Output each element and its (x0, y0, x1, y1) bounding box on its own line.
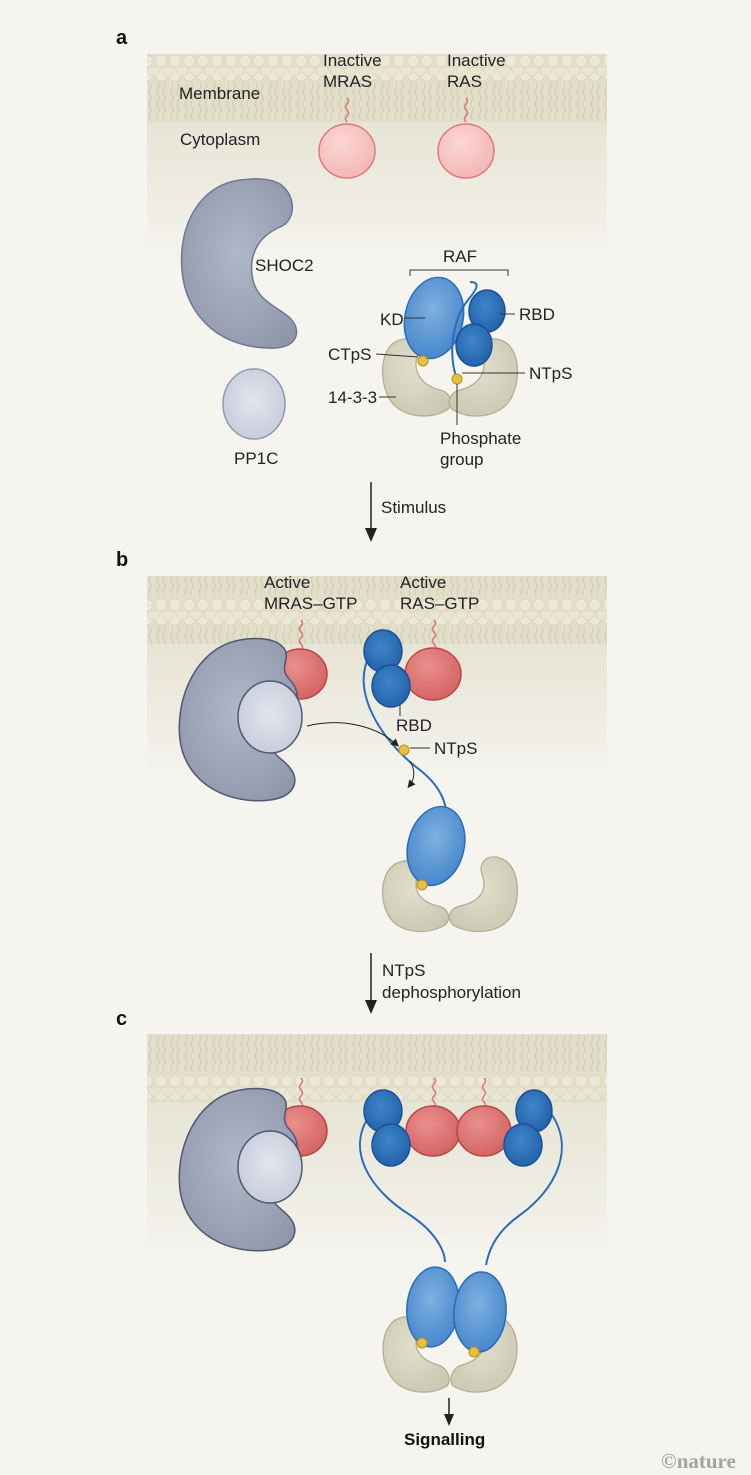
raf-linker (451, 281, 478, 380)
ras-anchor-tail-c2 (481, 1077, 487, 1109)
phosphate-ctps-b (416, 879, 428, 891)
panel-letter-c: c (116, 1008, 127, 1030)
active-ras-label-line2: RAS–GTP (400, 594, 479, 613)
panel-c: c Signalling (116, 1008, 607, 1449)
active-mras-label-line2: MRAS–GTP (264, 594, 358, 613)
ntps-label-b: NTpS (434, 739, 477, 758)
raf-linker-c1 (359, 1114, 446, 1263)
raf-rbd-lower (455, 323, 493, 367)
rbd-label-b: RBD (396, 716, 432, 735)
pp1c-protein-b (237, 680, 303, 754)
shoc2-label: SHOC2 (255, 256, 314, 275)
pp1c-protein (222, 368, 286, 440)
active-ras-label-line1: Active (400, 573, 446, 592)
active-mras-label-line1: Active (264, 573, 310, 592)
raf-rbd-lower-b (371, 664, 411, 708)
ras-anchor-tail-c1 (431, 1077, 437, 1109)
kd-label: KD (380, 310, 404, 329)
rbd-label: RBD (519, 305, 555, 324)
ctps-label: CTpS (328, 345, 371, 364)
membrane-label: Membrane (179, 84, 260, 103)
dephosphorylation-label-line2: dephosphorylation (382, 983, 521, 1002)
stimulus-arrow: Stimulus (365, 482, 446, 542)
shoc2-protein (180, 178, 298, 349)
ntps-label: NTpS (529, 364, 572, 383)
active-ras (404, 647, 462, 701)
phosphate-label-line1: Phosphate (440, 429, 521, 448)
ras-anchor-tail (463, 97, 469, 123)
raf-linker-c2 (485, 1114, 563, 1266)
active-ras-c2 (456, 1105, 512, 1157)
mras-anchor-tail-b (298, 619, 304, 651)
protein-14-3-3-right-b (448, 856, 519, 933)
phosphate-release-arrow (407, 761, 416, 789)
pp1c-label: PP1C (234, 449, 278, 468)
ras-anchor-tail-b (431, 619, 437, 651)
pp1c-protein-c (237, 1130, 303, 1204)
dephosphorylation-arrow: NTpS dephosphorylation (365, 953, 521, 1014)
raf-label: RAF (443, 247, 477, 266)
mras-label-line1: Inactive (323, 51, 382, 70)
dephosphorylation-label-line1: NTpS (382, 961, 425, 980)
raf-bracket (409, 269, 509, 276)
signalling-arrow-head (444, 1414, 454, 1426)
raf-linker-b (362, 654, 447, 821)
active-ras-c1 (405, 1105, 461, 1157)
panel-letter-b: b (116, 549, 128, 571)
phosphate-ctps (417, 355, 429, 367)
panel-letter-a: a (116, 27, 128, 49)
dephosphorylation-curved-arrow (306, 722, 399, 747)
inactive-mras (318, 123, 376, 179)
ras-label-line2: RAS (447, 72, 482, 91)
ras-label-line1: Inactive (447, 51, 506, 70)
phosphate-ntps (451, 373, 463, 385)
panel-a: a Membrane Cytoplasm Inactive MRAS Inact… (116, 27, 607, 469)
phosphate-label-line2: group (440, 450, 483, 469)
protein-14-3-3-label: 14-3-3 (328, 388, 377, 407)
stimulus-label: Stimulus (381, 498, 446, 517)
mras-label-line2: MRAS (323, 72, 372, 91)
mras-anchor-tail-c (298, 1077, 304, 1109)
inactive-ras (437, 123, 495, 179)
dephosphorylation-arrow-head (365, 1000, 377, 1014)
raf-rbd-lower-c1 (371, 1123, 411, 1167)
membrane-bilayer (147, 54, 607, 122)
mras-anchor-tail (344, 97, 350, 123)
stimulus-arrow-head (365, 528, 377, 542)
raf-rbd-lower-c2 (503, 1123, 543, 1167)
phosphate-ctps-c2 (468, 1346, 480, 1358)
phosphate-ctps-c1 (416, 1337, 428, 1349)
phosphate-ntps-b (398, 744, 410, 756)
ctps-leader (375, 353, 419, 358)
cytoplasm-label: Cytoplasm (180, 130, 260, 149)
panel-b: b Active MRAS–GTP Active RAS–GTP RBD NTp… (116, 549, 607, 933)
nature-credit: ©nature (661, 1449, 736, 1473)
signalling-label: Signalling (404, 1430, 485, 1449)
